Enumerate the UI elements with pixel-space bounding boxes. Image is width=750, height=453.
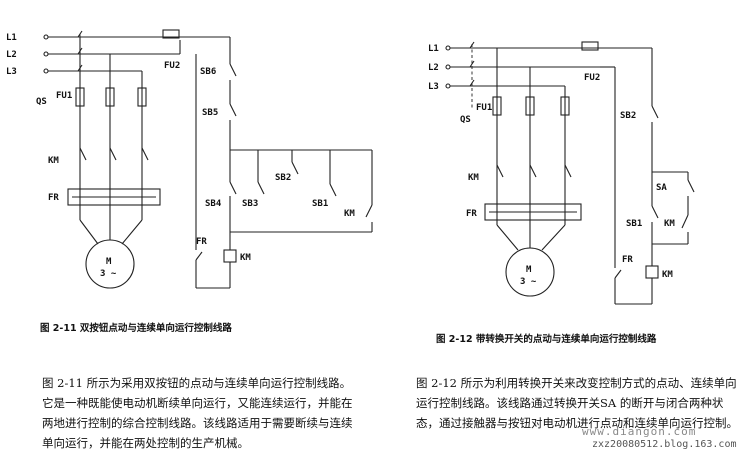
r-label-fr: FR [466,209,477,219]
label-fr-contact: FR [196,237,207,247]
r-button-sb1 [651,205,659,219]
r-motor [505,247,555,297]
r-thermal-relay-fr [484,203,582,221]
r-fuse-fu2 [581,41,599,51]
watermark-blog: zxz20080512.blog.163.com [592,439,737,450]
r-label-fu1: FU1 [476,103,492,113]
label-fu1: FU1 [56,91,72,101]
sa-switch [687,179,695,193]
r-motor-phase-label: 3 ~ [520,277,537,287]
r-motor-label: M [526,265,532,275]
motor-label: M [106,257,112,267]
r-label-l3: L3 [428,82,439,92]
r-label-fu2: FU2 [584,73,600,83]
r-label-km-main: KM [468,173,479,183]
diagram-fig-2-11: L1 L2 L3 QS FU1 KM FR M 3 ~ [6,29,373,334]
label-sb2: SB2 [275,173,291,183]
label-fu2: FU2 [164,61,180,71]
fr-contact [195,251,203,261]
label-l3: L3 [6,67,17,77]
button-sb6 [229,63,237,77]
watermark-site: www.diangon.com [582,425,697,438]
paragraph-fig-2-12: 图 2-12 所示为利用转换开关来改变控制方式的点动、连续单向运行控制线路。该线… [416,376,738,430]
button-sb3 [257,181,265,195]
button-sb1 [329,183,337,197]
label-sb4: SB4 [205,199,222,209]
r-label-sb1: SB1 [626,219,642,229]
motor [85,239,135,289]
r-fr-contact [614,269,622,279]
r-label-km-coil: KM [662,270,673,280]
paragraph-fig-2-11: 图 2-11 所示为采用双按钮的点动与连续单向运行控制线路。它是一种既能使电动机… [42,376,353,450]
r-fuse-fu1-b [525,96,535,116]
r-label-sa: SA [656,183,667,193]
r-label-qs: QS [460,115,471,125]
r-fuse-fu1-c [560,96,570,116]
r-fuse-fu1-a [492,96,502,116]
caption-fig-2-11: 图 2-11 双按钮点动与连续单向运行控制线路 [40,322,232,334]
r-label-km-aux: KM [664,219,675,229]
button-sb4 [229,181,237,195]
label-sb6: SB6 [200,67,216,77]
km-main-contact-a [79,147,87,161]
button-sb2 [291,161,299,175]
r-km-aux-contact [681,214,689,229]
label-km-aux: KM [344,209,355,219]
fuse-fu1-b [105,87,115,107]
motor-phase-label: 3 ~ [100,269,117,279]
r-label-l2: L2 [428,63,439,73]
button-sb5 [229,103,237,117]
label-sb3: SB3 [242,199,258,209]
fuse-fu1-a [75,87,85,107]
fuse-fu1-c [137,87,147,107]
label-km-coil: KM [240,253,251,263]
label-l1: L1 [6,33,17,43]
caption-fig-2-12: 图 2-12 带转换开关的点动与连续单向运行控制线路 [436,333,657,345]
fuse-fu2 [162,29,180,39]
label-km-main: KM [48,156,59,166]
km-aux-contact [365,204,373,218]
label-qs: QS [36,97,47,107]
r-label-l1: L1 [428,44,439,54]
r-km-coil [645,265,659,279]
r-label-fr-contact: FR [622,255,633,265]
r-button-sb2 [651,105,659,119]
label-l2: L2 [6,50,17,60]
thermal-relay-fr [67,188,161,206]
label-fr: FR [48,193,59,203]
km-coil [223,249,237,263]
diagram-fig-2-12: L1 L2 L3 QS FU1 KM FR M 3 ~ FU2 SB2 [428,41,695,345]
label-sb5: SB5 [202,108,218,118]
label-sb1: SB1 [312,199,328,209]
r-label-sb2: SB2 [620,111,636,121]
